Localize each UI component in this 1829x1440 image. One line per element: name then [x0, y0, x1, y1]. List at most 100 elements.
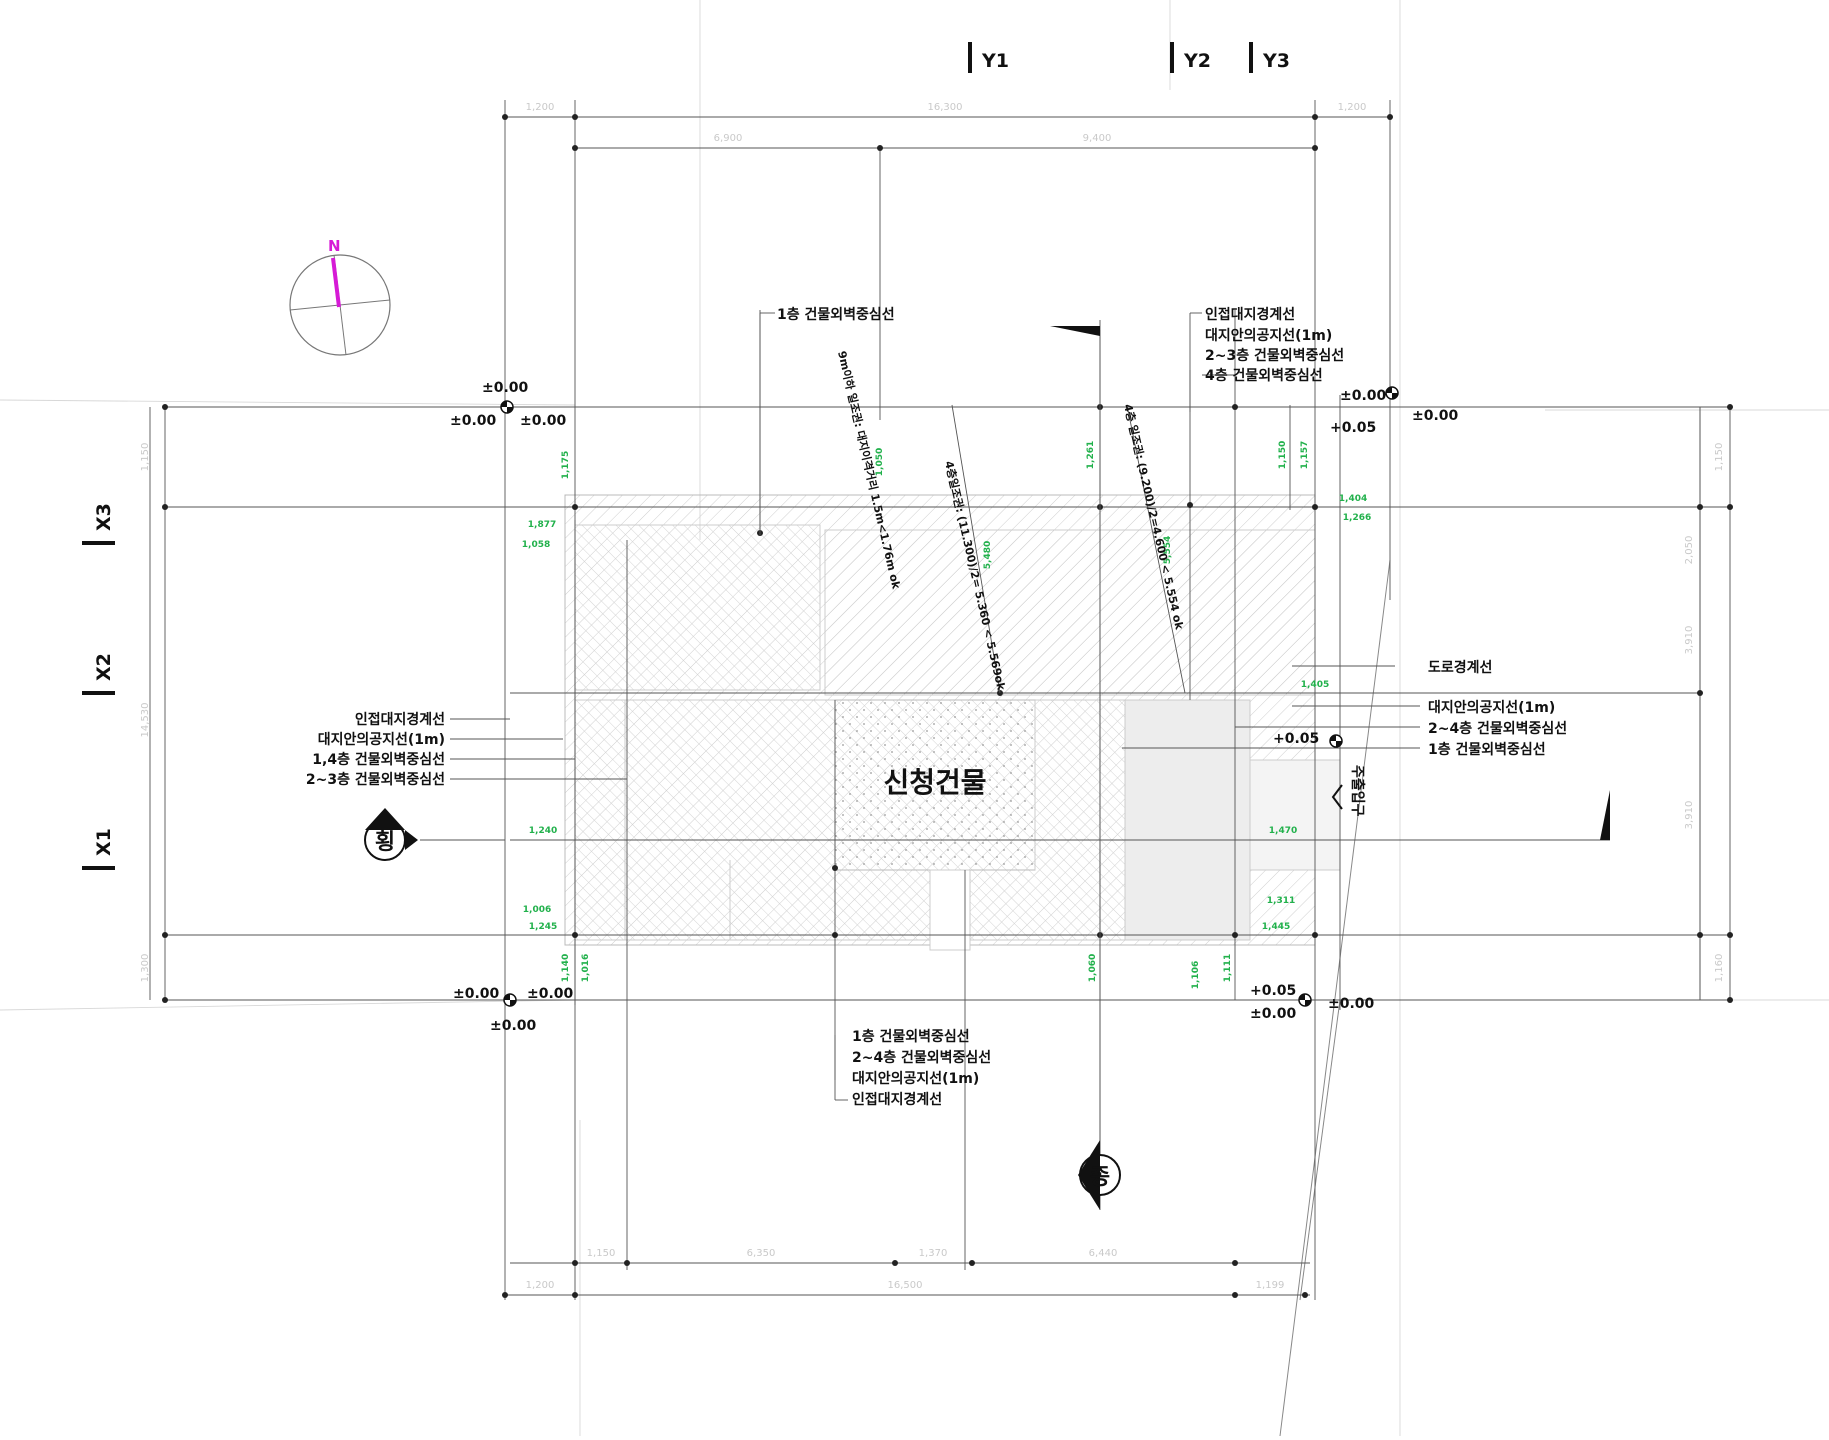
grid-markers: Y1 Y2 Y3 X3 X2 X1: [82, 42, 1290, 870]
callout-top-right-3: 2~3층 건물외벽중심선: [1205, 347, 1344, 364]
entrance-arrow-icon: [1331, 784, 1343, 810]
north-arrow-icon: [331, 257, 341, 308]
dim-bot1-4: 6,440: [1089, 1248, 1118, 1259]
grid-label-x1: X1: [93, 828, 115, 856]
green-v-10: 1,106: [1191, 961, 1201, 989]
grid-label-y3: Y3: [1262, 50, 1290, 72]
green-v-1: 1,175: [561, 451, 571, 479]
dim-right-4: 3,910: [1684, 801, 1695, 830]
callout-left-1: 인접대지경계선: [355, 711, 445, 728]
level-br-3: ±0.00: [1250, 1006, 1297, 1022]
dim-bot1-1: 1,150: [587, 1248, 616, 1259]
level-br-2: ±0.00: [1328, 996, 1375, 1012]
green-mid-left: 1,240: [529, 826, 557, 836]
green-v-6: 1,157: [1300, 441, 1310, 469]
level-tl-3: ±0.00: [520, 413, 567, 429]
green-bot-left-1: 1,006: [523, 905, 551, 915]
callout-top-right-1: 인접대지경계선: [1205, 306, 1295, 323]
green-bot-right-2: 1,445: [1262, 922, 1290, 932]
level-tr-1: ±0.00: [1340, 388, 1387, 404]
dim-right-5: 1,160: [1714, 954, 1725, 983]
building-label: 신청건물: [883, 766, 986, 799]
dimension-lines: [149, 114, 1733, 1298]
callout-right-2: 대지안의공지선(1m): [1428, 699, 1555, 716]
green-v-9: 1,060: [1088, 954, 1098, 982]
dim-bot2-3: 1,199: [1256, 1280, 1285, 1291]
green-bot-left-2: 1,245: [529, 922, 557, 932]
callout-labels: 1층 건물외벽중심선 인접대지경계선 대지안의공지선(1m) 2~3층 건물외벽…: [306, 306, 1567, 1108]
green-v-4: 1,261: [1086, 441, 1096, 469]
section-mark-horizontal: 횡: [375, 830, 395, 855]
callout-bottom-3: 대지안의공지선(1m): [852, 1070, 979, 1087]
section-mark-vertical: 종: [1090, 1165, 1110, 1190]
dim-bot2-1: 1,200: [526, 1280, 555, 1291]
gray-dimension-labels: 1,200 16,300 1,200 6,900 9,400 1,150 6,3…: [140, 102, 1725, 1291]
callout-leaders: [450, 312, 1420, 1101]
callout-bottom-4: 인접대지경계선: [852, 1091, 942, 1108]
green-dimension-labels: 1,877 1,058 1,240 1,006 1,245 1,404 1,26…: [522, 441, 1371, 989]
dim-bot2-2: 16,500: [888, 1280, 923, 1291]
north-label: N: [328, 237, 341, 255]
callout-right-3: 2~4층 건물외벽중심선: [1428, 720, 1567, 737]
callout-top-left: 1층 건물외벽중심선: [777, 306, 895, 323]
green-v-12: 1,050: [875, 448, 885, 476]
dim-top1-2: 16,300: [928, 102, 963, 113]
callout-bottom-2: 2~4층 건물외벽중심선: [852, 1049, 991, 1066]
dim-bot1-2: 6,350: [747, 1248, 776, 1259]
dim-right-1: 1,150: [1714, 443, 1725, 472]
green-v-5: 1,150: [1278, 441, 1288, 469]
callout-right-1: 도로경계선: [1428, 659, 1492, 676]
dim-left-3: 1,300: [140, 954, 151, 983]
section-flag-top-icon: [1050, 326, 1100, 336]
entrance-label: 주출입구: [1349, 765, 1366, 817]
green-mid-right-2: 1,470: [1269, 826, 1297, 836]
callout-top-right-4: 4층 건물외벽중심선: [1205, 367, 1323, 384]
north-compass: N: [289, 237, 391, 356]
dim-left-1: 1,150: [140, 443, 151, 472]
green-v-7: 1,140: [561, 954, 571, 982]
level-bl-3: ±0.00: [490, 1018, 537, 1034]
green-top-right-2: 1,266: [1343, 513, 1371, 523]
callout-top-right-2: 대지안의공지선(1m): [1205, 327, 1332, 344]
level-br-1: +0.05: [1250, 983, 1296, 999]
dim-left-2: 14,530: [140, 703, 151, 738]
green-v-8: 1,016: [581, 954, 591, 982]
green-top-right-1: 1,404: [1339, 494, 1367, 504]
section-flag-right-icon: [1600, 790, 1610, 840]
building-footprint: [564, 494, 1341, 951]
level-tr-3: +0.05: [1330, 420, 1376, 436]
callout-left-4: 2~3층 건물외벽중심선: [306, 771, 445, 788]
green-v-3: 5,554: [1163, 536, 1173, 564]
green-top-left-2: 1,058: [522, 540, 550, 550]
callout-right-4: 1층 건물외벽중심선: [1428, 741, 1546, 758]
green-top-left-1: 1,877: [528, 520, 556, 530]
level-mid: +0.05: [1273, 731, 1319, 747]
level-bl-1: ±0.00: [453, 986, 500, 1002]
grid-label-x3: X3: [93, 503, 115, 531]
callout-left-2: 대지안의공지선(1m): [318, 731, 445, 748]
main-entrance: 주출입구: [1331, 765, 1366, 817]
dim-top1-3: 1,200: [1338, 102, 1367, 113]
green-v-2: 5,480: [983, 541, 993, 569]
callout-left-3: 1,4층 건물외벽중심선: [312, 751, 445, 768]
green-v-11: 1,111: [1223, 954, 1233, 982]
grid-label-x2: X2: [93, 653, 115, 681]
dim-right-3: 3,910: [1684, 626, 1695, 655]
dim-bot1-3: 1,370: [919, 1248, 948, 1259]
level-tr-2: ±0.00: [1412, 408, 1459, 424]
dim-top1-1: 1,200: [526, 102, 555, 113]
green-bot-right-1: 1,311: [1267, 896, 1295, 906]
dim-top2-1: 6,900: [714, 133, 743, 144]
level-markers: ±0.00 ±0.00 ±0.00 ±0.00 ±0.00 +0.05 ±0.0…: [450, 380, 1459, 1034]
dim-top2-2: 9,400: [1083, 133, 1112, 144]
section-markers: 횡 종: [364, 326, 1610, 1210]
grid-label-y2: Y2: [1183, 50, 1211, 72]
level-bl-2: ±0.00: [527, 986, 574, 1002]
green-mid-right-1: 1,405: [1301, 680, 1329, 690]
level-tl-2: ±0.00: [450, 413, 497, 429]
callout-bottom-1: 1층 건물외벽중심선: [852, 1028, 970, 1045]
grid-label-y1: Y1: [981, 50, 1009, 72]
